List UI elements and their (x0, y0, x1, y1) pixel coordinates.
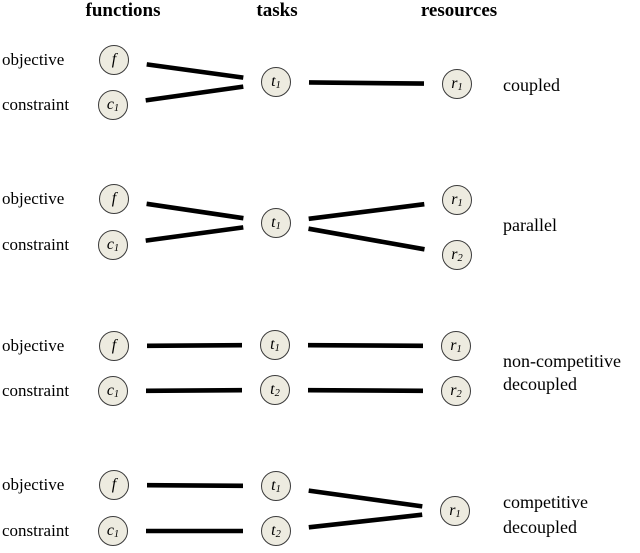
section-type-label-coupled: coupled (503, 74, 560, 97)
node-f: f (99, 331, 129, 361)
node-letter: f (111, 476, 117, 493)
node-subscript: 1 (275, 221, 281, 232)
type-label-line: competitive (503, 492, 588, 512)
type-label-line: coupled (503, 75, 560, 95)
node-subscript: 1 (113, 103, 120, 114)
node-letter: t (271, 73, 276, 90)
node-letter: f (111, 51, 117, 68)
node-letter: t (270, 336, 275, 353)
node-subscript: 1 (113, 389, 120, 400)
row-label-objective: objective (2, 50, 65, 69)
node-letter: t (271, 214, 276, 231)
node-subscript: 1 (457, 198, 463, 209)
type-label-line: non-competitive (503, 351, 621, 371)
node-letter: t (270, 381, 275, 398)
column-header-resources: resources (420, 0, 498, 21)
node-subscript: 1 (275, 484, 281, 495)
section-type-label-competitive-decoupled: competitive decoupled (503, 490, 588, 540)
node-f: f (99, 45, 129, 75)
section-type-label-parallel: parallel (503, 214, 557, 237)
row-label-constraint: constraint (2, 381, 70, 400)
node-letter: f (111, 190, 117, 207)
column-header-tasks: tasks (256, 0, 298, 21)
node-f: f (99, 184, 129, 214)
row-label-constraint: constraint (2, 521, 70, 540)
row-label-objective: objective (2, 336, 65, 355)
node-letter: r (449, 502, 456, 519)
node-subscript: 1 (456, 344, 462, 355)
node-letter: c (106, 382, 114, 399)
node-subscript: 1 (274, 343, 280, 354)
node-letter: r (451, 246, 458, 263)
node-letter: t (271, 522, 276, 539)
row-label-objective: objective (2, 189, 65, 208)
node-letter: r (450, 382, 457, 399)
node-subscript: 1 (113, 243, 120, 254)
row-label-constraint: constraint (2, 95, 70, 114)
node-letter: r (451, 191, 458, 208)
node-letter: f (111, 337, 117, 354)
row-label-objective: objective (2, 475, 65, 494)
node-subscript: 2 (457, 253, 463, 264)
row-label-constraint: constraint (2, 235, 70, 254)
type-label-line: decoupled (503, 374, 577, 394)
column-header-functions: functions (85, 0, 161, 21)
node-subscript: 1 (457, 82, 463, 93)
node-subscript: 1 (113, 529, 120, 540)
node-letter: t (271, 477, 276, 494)
node-subscript: 1 (275, 80, 281, 91)
type-label-line: parallel (503, 215, 557, 235)
node-subscript: 2 (275, 529, 281, 540)
type-label-line: decoupled (503, 517, 577, 537)
node-letter: r (450, 337, 457, 354)
node-subscript: 2 (456, 389, 462, 400)
node-f: f (99, 470, 129, 500)
node-subscript: 1 (455, 509, 461, 520)
node-subscript: 2 (274, 388, 280, 399)
node-letter: c (106, 236, 114, 253)
node-letter: c (106, 96, 114, 113)
node-letter: c (106, 522, 114, 539)
section-type-label-non-competitive-decoupled: non-competitive decoupled (503, 350, 621, 396)
node-letter: r (451, 75, 458, 92)
